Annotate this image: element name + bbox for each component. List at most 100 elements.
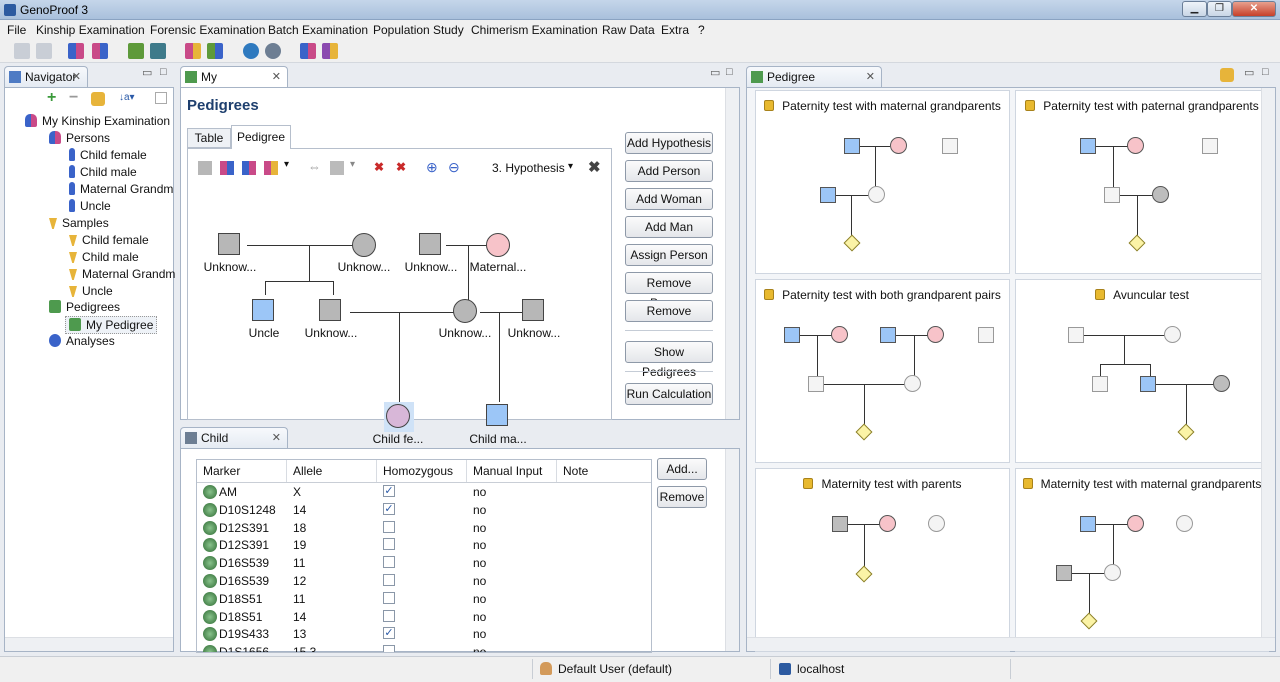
run-calculation-button[interactable]: Run Calculation bbox=[625, 383, 713, 405]
add-man-button[interactable]: Add Man bbox=[625, 216, 713, 238]
pedigree-node-child-male[interactable] bbox=[486, 404, 508, 426]
col-note[interactable]: Note bbox=[557, 460, 651, 482]
tab-child-female[interactable]: Child female ✕ bbox=[180, 427, 288, 465]
minimize-icon[interactable]: ▭ bbox=[710, 67, 721, 79]
add-hypothesis-button[interactable]: Add Hypothesis bbox=[625, 132, 713, 154]
menu-forensic-examination[interactable]: Forensic Examination bbox=[150, 23, 266, 37]
remove-marker-button[interactable]: Remove bbox=[657, 486, 707, 508]
sort-icon[interactable]: ↓a▾ bbox=[119, 92, 135, 103]
add-couple-icon[interactable] bbox=[220, 161, 234, 175]
navigator-hscroll[interactable] bbox=[5, 637, 173, 651]
homozygous-checkbox[interactable]: ✓ bbox=[383, 627, 395, 640]
chimerism-icon[interactable] bbox=[207, 43, 223, 59]
minimize-button[interactable]: ▁ bbox=[1182, 1, 1207, 17]
link-icon[interactable] bbox=[91, 92, 105, 106]
tree-person-maternal-grandm[interactable]: Maternal Grandm bbox=[69, 182, 173, 196]
homozygous-checkbox[interactable] bbox=[383, 591, 395, 604]
pedigree-node-uncle[interactable] bbox=[252, 299, 274, 321]
tree-sample-child-female[interactable]: Child female bbox=[69, 233, 149, 247]
new-kinship-icon[interactable] bbox=[68, 43, 84, 59]
tab-navigator[interactable]: Navigator ✕ bbox=[4, 66, 88, 88]
menu-kinship-examination[interactable]: Kinship Examination bbox=[36, 23, 145, 37]
close-icon[interactable]: ✕ bbox=[865, 71, 875, 83]
template-avuncular[interactable]: Avuncular test bbox=[1015, 279, 1269, 463]
menu-file[interactable]: File bbox=[7, 23, 27, 37]
pedigree-node-female[interactable] bbox=[352, 233, 376, 257]
tree-root[interactable]: My Kinship Examination bbox=[25, 114, 170, 128]
col-marker[interactable]: Marker bbox=[197, 460, 287, 482]
remove-button[interactable]: Remove bbox=[625, 300, 713, 322]
homozygous-checkbox[interactable] bbox=[383, 574, 395, 586]
link-icon[interactable] bbox=[1220, 68, 1234, 82]
pedigree-node-maternal[interactable] bbox=[486, 233, 510, 257]
homozygous-checkbox[interactable] bbox=[383, 538, 395, 551]
collapse-icon[interactable] bbox=[155, 92, 167, 104]
homozygous-checkbox[interactable] bbox=[383, 520, 395, 533]
maximize-icon[interactable]: □ bbox=[726, 66, 733, 78]
templates-hscroll[interactable] bbox=[747, 637, 1275, 651]
add-person-button[interactable]: Add Person bbox=[625, 160, 713, 182]
menu-help[interactable]: ? bbox=[698, 23, 705, 37]
templates-vscroll[interactable] bbox=[1261, 88, 1275, 637]
batch-icon[interactable] bbox=[150, 43, 166, 59]
col-manual-input[interactable]: Manual Input bbox=[467, 460, 557, 482]
homozygous-checkbox[interactable]: ✓ bbox=[383, 502, 395, 515]
close-window-button[interactable]: ✕ bbox=[1232, 1, 1276, 17]
menu-population-study[interactable]: Population Study bbox=[373, 23, 464, 37]
tab-pedigree[interactable]: Pedigree bbox=[231, 125, 291, 149]
template-maternity-parents[interactable]: Maternity test with parents bbox=[755, 468, 1010, 652]
homozygous-checkbox[interactable]: ✓ bbox=[383, 485, 395, 497]
menu-batch-examination[interactable]: Batch Examination bbox=[268, 23, 369, 37]
open-kinship-icon[interactable] bbox=[92, 43, 108, 59]
tree-pedigrees[interactable]: Pedigrees bbox=[49, 300, 120, 314]
pedigree-node-female[interactable] bbox=[453, 299, 477, 323]
tree-sample-uncle[interactable]: Uncle bbox=[69, 284, 113, 298]
maximize-icon[interactable]: □ bbox=[160, 66, 167, 78]
link-persons-icon[interactable]: ⇔ bbox=[308, 159, 321, 174]
tree-sample-maternal-grandm[interactable]: Maternal Grandm bbox=[69, 267, 175, 281]
col-homozygous[interactable]: Homozygous bbox=[377, 460, 467, 482]
editor-vscroll[interactable] bbox=[725, 88, 739, 419]
template-paternity-both-grandparent-pairs[interactable]: Paternity test with both grandparent pai… bbox=[755, 279, 1010, 463]
close-icon[interactable]: ✕ bbox=[271, 71, 281, 83]
sample-icon[interactable] bbox=[322, 43, 338, 59]
template-paternity-maternal-grandparents[interactable]: Paternity test with maternal grandparent… bbox=[755, 90, 1010, 274]
tree-samples[interactable]: Samples bbox=[49, 216, 109, 230]
database-icon[interactable] bbox=[243, 43, 259, 59]
tree-person-child-female[interactable]: Child female bbox=[69, 148, 147, 162]
add-icon[interactable]: + bbox=[47, 89, 57, 106]
add-parents-icon[interactable] bbox=[264, 161, 278, 175]
tab-my-pedigree[interactable]: My Pedigree ✕ bbox=[180, 66, 288, 104]
add-family-icon[interactable] bbox=[242, 161, 256, 175]
tree-person-child-male[interactable]: Child male bbox=[69, 165, 137, 179]
add-marker-button[interactable]: Add... bbox=[657, 458, 707, 480]
menu-extra[interactable]: Extra bbox=[661, 23, 690, 37]
forensic-icon[interactable] bbox=[128, 43, 144, 59]
pedigree-node-male[interactable] bbox=[522, 299, 544, 321]
remove-icon[interactable]: − bbox=[69, 89, 79, 106]
minimize-icon[interactable]: ▭ bbox=[142, 67, 153, 79]
hypothesis-select[interactable]: 3. Hypothesis bbox=[492, 161, 565, 175]
tree-person-uncle[interactable]: Uncle bbox=[69, 199, 111, 213]
pedigree-node-male[interactable] bbox=[419, 233, 441, 255]
tree-sample-child-male[interactable]: Child male bbox=[69, 250, 139, 264]
tree-persons[interactable]: Persons bbox=[49, 131, 110, 145]
homozygous-checkbox[interactable] bbox=[383, 645, 395, 652]
delete-person-icon[interactable]: ✖ bbox=[374, 160, 385, 174]
maximize-icon[interactable]: □ bbox=[1262, 66, 1269, 78]
minimize-icon[interactable]: ▭ bbox=[1244, 67, 1255, 79]
pedigree-node-male[interactable] bbox=[319, 299, 341, 321]
chevron-down-icon[interactable]: ▾ bbox=[568, 161, 574, 172]
search-db-icon[interactable] bbox=[265, 43, 281, 59]
save-icon[interactable] bbox=[14, 43, 30, 59]
delete-relation-icon[interactable]: ✖ bbox=[396, 160, 407, 174]
